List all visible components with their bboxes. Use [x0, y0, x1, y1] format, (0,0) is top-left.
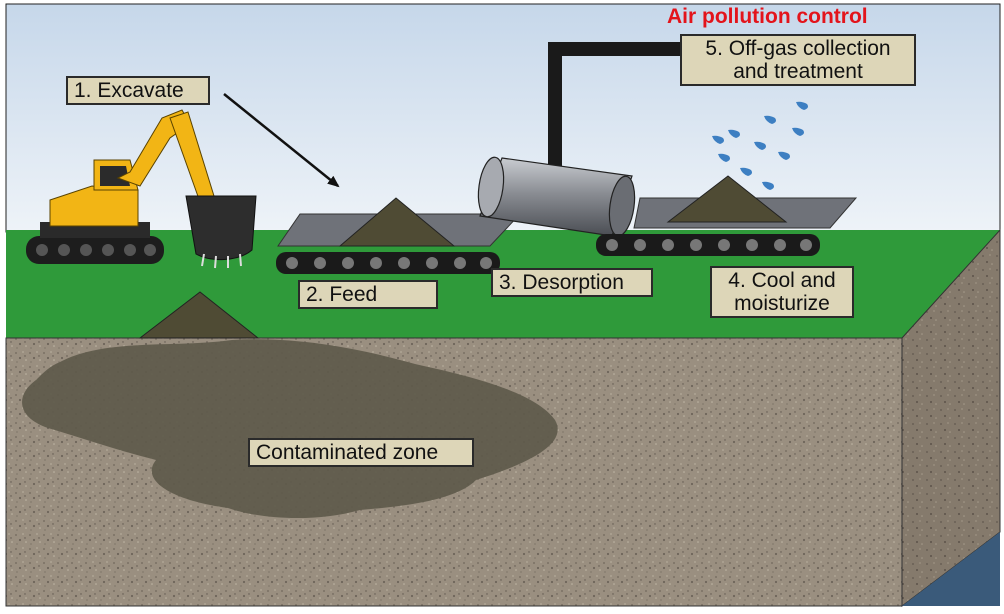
- step-4-line-1: 4. Cool and: [728, 269, 836, 292]
- step-5-off-gas-label: 5. Off-gas collection and treatment: [680, 34, 916, 86]
- step-3-desorption-label: 3. Desorption: [491, 268, 653, 297]
- excavated-soil-pile: [138, 291, 260, 339]
- water-droplets: [712, 101, 808, 190]
- soil-block-corner: [902, 532, 1000, 606]
- desorption-drum: [477, 156, 636, 237]
- step-2-feed-label: 2. Feed: [298, 280, 438, 309]
- step-5-line-2: and treatment: [733, 60, 863, 83]
- process-arrow: [223, 93, 340, 188]
- cooling-conveyor: [596, 175, 858, 256]
- feed-conveyor: [276, 197, 522, 274]
- step-5-line-1: 5. Off-gas collection: [705, 37, 891, 60]
- step-4-line-2: moisturize: [734, 292, 830, 315]
- diagram-title: Air pollution control: [667, 5, 868, 28]
- excavator: [26, 109, 257, 269]
- contaminated-zone-label: Contaminated zone: [248, 438, 474, 467]
- off-gas-duct: [548, 42, 682, 170]
- step-4-cool-moisturize-label: 4. Cool and moisturize: [710, 266, 854, 318]
- contaminated-zone: [22, 339, 558, 519]
- step-1-excavate-label: 1. Excavate: [66, 76, 210, 105]
